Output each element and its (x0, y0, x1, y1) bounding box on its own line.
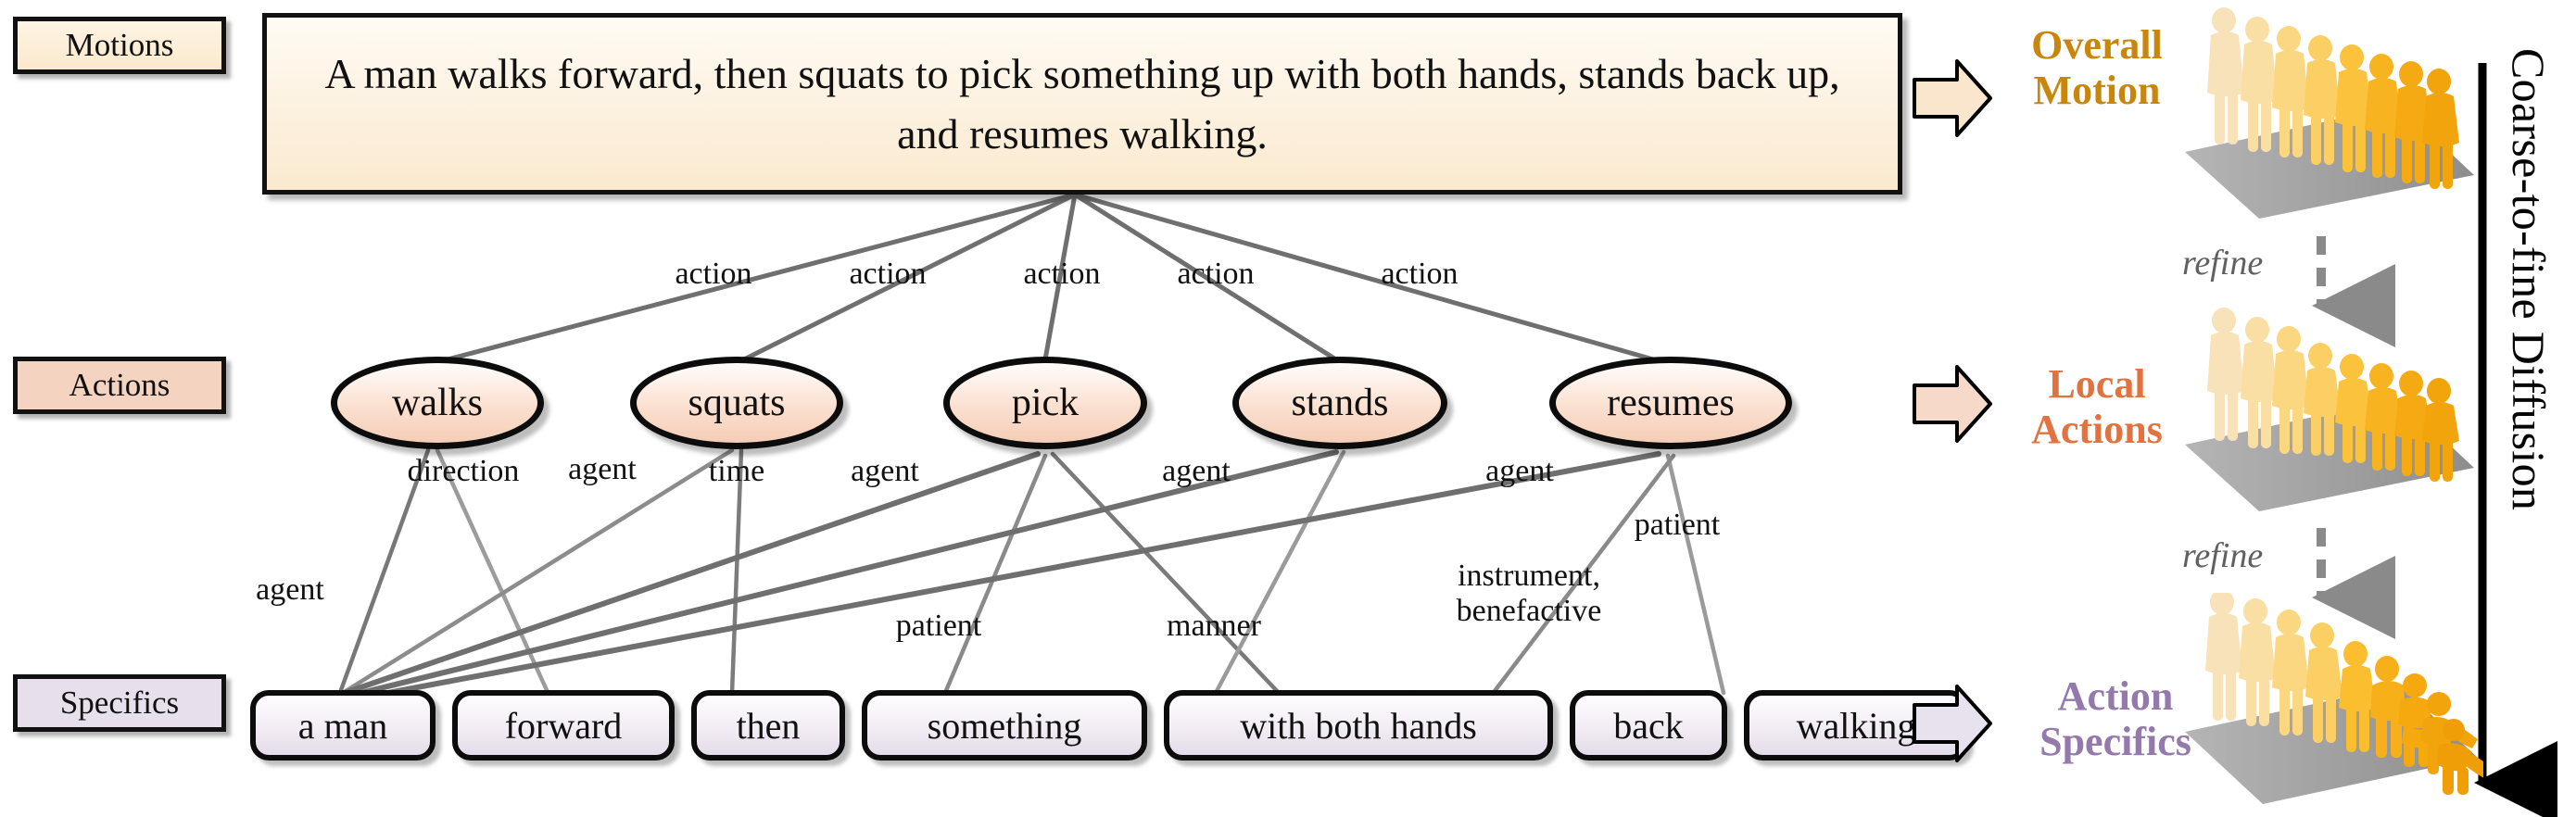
edge-label-agent-walks: agent (256, 572, 324, 607)
row-chip-motions: Motions (13, 17, 226, 74)
specific-node-back-label: back (1613, 704, 1684, 747)
edge-label-agent-pick: agent (851, 454, 919, 488)
edge-label-agent-resumes: agent (1485, 454, 1554, 488)
edge-label-action-3: action (1023, 257, 1101, 291)
specific-node-something[interactable]: something (862, 690, 1147, 760)
edge-label-manner: manner (1167, 609, 1261, 643)
stage-title-local-actions: Local Actions (2031, 361, 2163, 453)
motion-sequence-action-specifics (2185, 593, 2483, 804)
edge-label-instrument-benefactive: instrument, benefactive (1456, 559, 1602, 629)
specific-node-then-label: then (736, 704, 801, 747)
coarse-to-fine-axis-label: Coarse-to-fine Diffusion (2503, 48, 2555, 511)
edge-label-agent-squats: agent (568, 452, 637, 486)
specific-node-back[interactable]: back (1570, 690, 1727, 760)
row-chip-motions-label: Motions (65, 26, 174, 63)
edge-label-action-2: action (849, 257, 927, 291)
overall-motion-caption-text: A man walks forward, then squats to pick… (324, 49, 1840, 157)
specific-node-a-man-label: a man (297, 704, 388, 747)
specific-node-something-label: something (927, 704, 1082, 747)
action-node-resumes-label: resumes (1607, 382, 1735, 424)
specific-node-forward[interactable]: forward (452, 690, 675, 760)
refine-label-1: refine (2182, 244, 2264, 283)
action-node-stands-label: stands (1291, 382, 1389, 424)
stage-arrow-action-specifics (1913, 685, 1992, 762)
edge-label-direction: direction (407, 454, 520, 488)
stage-title-overall-motion: Overall Motion (2031, 22, 2163, 114)
specific-node-then[interactable]: then (691, 690, 845, 760)
overall-motion-caption-panel: A man walks forward, then squats to pick… (262, 13, 1902, 195)
action-node-pick[interactable]: pick (943, 357, 1147, 449)
action-node-squats[interactable]: squats (630, 357, 843, 449)
edge-label-agent-stands: agent (1162, 454, 1231, 488)
edge-label-action-4: action (1177, 257, 1255, 291)
stage-title-action-specifics: Action Specifics (2039, 673, 2191, 765)
edge-label-time: time (708, 454, 765, 488)
edge-label-patient-pick: patient (895, 609, 982, 643)
stage-arrow-local-actions (1913, 365, 1992, 443)
specific-node-a-man[interactable]: a man (250, 690, 436, 760)
motion-sequence-local-actions (2185, 308, 2474, 511)
action-node-pick-label: pick (1011, 382, 1080, 424)
edge-label-patient-resumes: patient (1634, 508, 1721, 542)
specific-node-walking-label: walking (1796, 704, 1916, 747)
row-chip-actions: Actions (13, 357, 226, 414)
action-node-resumes[interactable]: resumes (1549, 357, 1792, 449)
motion-sequence-overall (2185, 7, 2474, 219)
specific-node-forward-label: forward (504, 704, 623, 747)
row-chip-specifics: Specifics (13, 674, 226, 732)
row-chip-actions-label: Actions (69, 366, 170, 403)
edge-label-action-5: action (1381, 257, 1458, 291)
stage-arrow-overall-motion (1913, 59, 1992, 137)
action-node-walks-label: walks (392, 382, 483, 424)
edge-label-action-1: action (675, 257, 752, 291)
action-node-walks[interactable]: walks (331, 357, 544, 449)
specific-node-with-both-hands[interactable]: with both hands (1164, 690, 1553, 760)
refine-label-2: refine (2182, 536, 2264, 575)
specific-node-with-both-hands-label: with both hands (1240, 704, 1477, 747)
row-chip-specifics-label: Specifics (59, 684, 180, 721)
action-node-squats-label: squats (688, 382, 786, 424)
action-node-stands[interactable]: stands (1232, 357, 1447, 449)
